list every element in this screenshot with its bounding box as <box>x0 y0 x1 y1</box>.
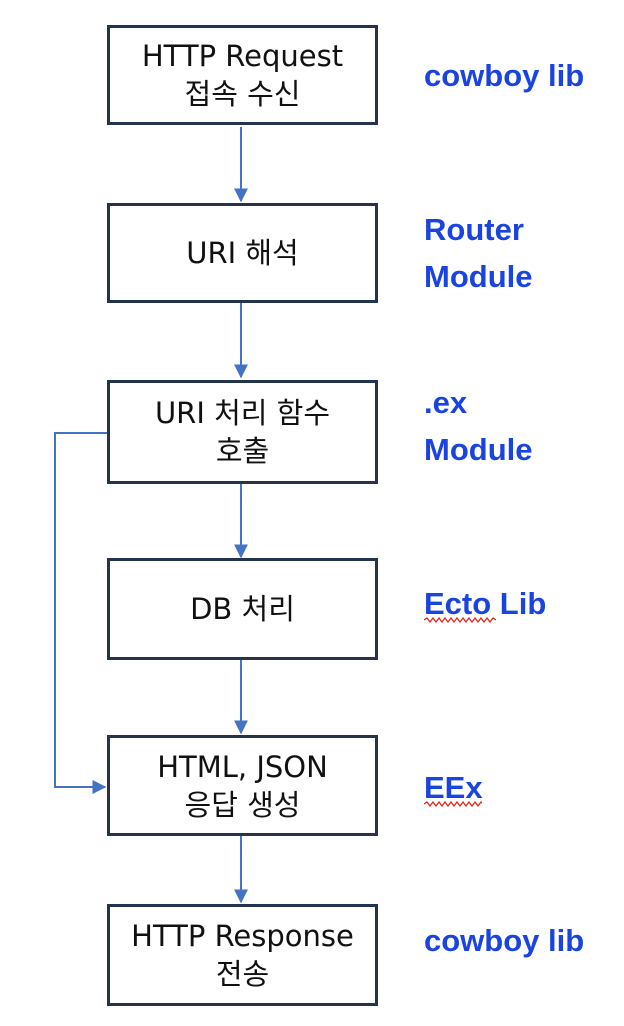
step-uri-parse-line-1: URI 해석 <box>186 236 299 270</box>
step-db-line-1: DB 처리 <box>190 592 295 626</box>
step-http-response-line-1: HTTP Response <box>131 919 354 953</box>
step-render: HTML, JSON 응답 생성 <box>107 735 378 836</box>
step-handler-call-line-2: 호출 <box>215 434 270 468</box>
annotation-line-2: Module <box>424 432 533 467</box>
step-http-request: HTTP Request 접속 수신 <box>107 25 378 125</box>
step-db: DB 처리 <box>107 558 378 660</box>
annotation-ex-module: .ex Module <box>424 379 533 473</box>
annotation-line-1: cowboy lib <box>424 923 585 958</box>
step-render-line-1: HTML, JSON <box>157 749 328 784</box>
bypass-arrow-handler-to-render <box>54 432 109 794</box>
step-http-request-line-1: HTTP Request <box>141 39 344 73</box>
annotation-line-1: Ecto Lib <box>424 586 547 621</box>
step-http-response-line-2: 전송 <box>215 957 270 991</box>
step-render-line-2: 응답 생성 <box>184 787 301 822</box>
annotation-line-2: Module <box>424 259 533 294</box>
step-http-response: HTTP Response 전송 <box>107 904 378 1006</box>
step-http-request-line-2: 접속 수신 <box>184 77 301 111</box>
step-handler-call: URI 처리 함수 호출 <box>107 380 378 484</box>
annotation-cowboy-lib-request: cowboy lib <box>424 52 584 99</box>
annotation-line-1: EEx <box>424 770 483 805</box>
annotation-router-module: Router Module <box>424 206 533 300</box>
annotation-line-1: Router <box>424 212 524 247</box>
annotation-eex: EEx <box>424 764 483 811</box>
step-handler-call-line-1: URI 처리 함수 <box>154 396 331 430</box>
annotation-line-1: cowboy lib <box>424 58 585 93</box>
annotation-line-1: .ex <box>424 385 468 420</box>
annotation-cowboy-lib-response: cowboy lib <box>424 917 584 964</box>
annotation-ecto-lib: Ecto Lib <box>424 580 546 627</box>
step-uri-parse: URI 해석 <box>107 203 378 303</box>
